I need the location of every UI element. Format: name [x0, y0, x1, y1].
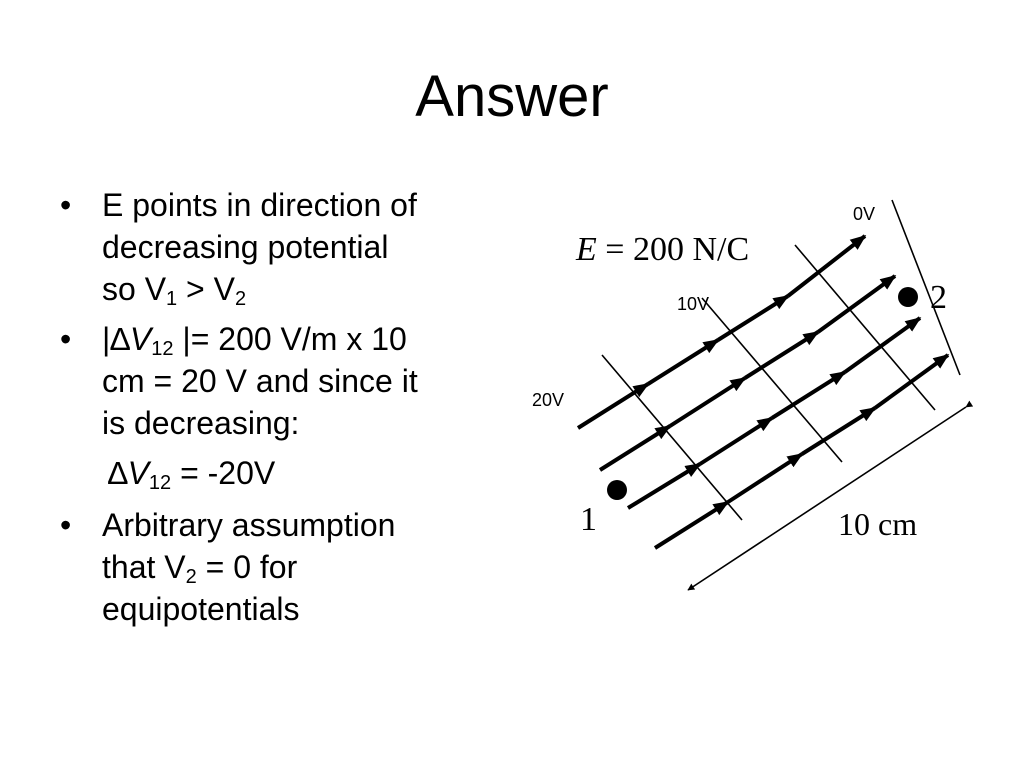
bullet-dot: •	[60, 507, 72, 543]
equipotential-line	[891, 199, 961, 376]
bullet-line: so V1 > V2	[102, 268, 506, 310]
bullet-assumption: • Arbitrary assumption that V2 = 0 for e…	[56, 504, 506, 630]
bullet-line: that V2 = 0 for	[102, 546, 506, 588]
field-arrow	[668, 376, 747, 428]
abs-bar: |	[102, 321, 111, 357]
label-20v: 20V	[532, 390, 564, 410]
label-10v: 10V	[677, 294, 709, 314]
bullet-line: Arbitrary assumption	[102, 507, 396, 543]
field-lines	[576, 234, 950, 550]
field-magnitude: = 200 N/C	[597, 231, 749, 268]
field-arrow	[816, 274, 897, 334]
bullet-list: • E points in direction of decreasing po…	[56, 184, 506, 638]
field-arrow	[800, 406, 877, 456]
bullet-dot: •	[60, 321, 72, 357]
field-arrow	[873, 353, 950, 410]
field-arrow	[786, 234, 867, 298]
subscript-12: 12	[151, 338, 174, 360]
equation-value: = -20V	[171, 455, 276, 491]
text-so-v: so V	[102, 271, 167, 307]
point-1-marker	[607, 480, 627, 500]
bullet-line: decreasing potential	[102, 229, 389, 265]
label-0v: 0V	[853, 204, 875, 224]
text-zero: = 0 for	[196, 549, 298, 585]
bullet-line: |∆V12 |= 200 V/m x 10	[102, 318, 506, 360]
point-2-label: 2	[930, 279, 947, 316]
v-symbol: V	[127, 455, 149, 491]
equation-delta-v: ∆V12 = -20V	[56, 452, 506, 494]
equipotential-line-0v	[794, 244, 936, 411]
field-arrow	[653, 500, 730, 550]
bullet-dot: •	[60, 187, 72, 223]
field-arrow	[716, 294, 790, 342]
bullet-line: cm = 20 V and since it	[102, 363, 418, 399]
bullet-line: equipotentials	[102, 591, 300, 627]
bullet-line: is decreasing:	[102, 405, 300, 441]
field-arrow	[726, 452, 804, 504]
delta-symbol: ∆	[108, 455, 128, 491]
field-arrow	[743, 330, 820, 380]
equipotential-line-10v	[701, 297, 843, 463]
bullet-delta-v-magnitude: • |∆V12 |= 200 V/m x 10 cm = 20 V and si…	[56, 318, 506, 444]
field-arrow	[598, 424, 672, 472]
text-gt-v: > V	[177, 271, 235, 307]
distance-label: 10 cm	[838, 506, 917, 542]
field-symbol-e: E	[575, 231, 597, 268]
subscript-12: 12	[148, 472, 172, 494]
point-1-label: 1	[580, 501, 597, 538]
magnitude-text: |= 200 V/m x 10	[173, 321, 407, 357]
field-arrow	[843, 316, 922, 374]
subscript-2: 2	[185, 566, 197, 588]
delta-symbol: ∆	[110, 321, 130, 357]
field-diagram: E = 200 N/C 0V 10V 20V 1 2 10 cm	[532, 199, 974, 591]
slide-title: Answer	[415, 64, 609, 129]
field-arrow	[698, 416, 774, 466]
field-arrow	[646, 338, 720, 386]
v-symbol: V	[129, 321, 152, 357]
point-2-marker	[898, 287, 918, 307]
field-label: E = 200 N/C	[575, 231, 749, 268]
subscript-2: 2	[234, 288, 247, 310]
text-that-v: that V	[102, 549, 186, 585]
field-arrow	[576, 382, 650, 430]
field-arrow	[626, 462, 702, 510]
bullet-line: E points in direction of	[102, 187, 417, 223]
subscript-1: 1	[166, 288, 178, 310]
bullet-e-direction: • E points in direction of decreasing po…	[56, 184, 506, 310]
field-arrow	[770, 370, 847, 420]
distance-arrow	[687, 400, 974, 591]
